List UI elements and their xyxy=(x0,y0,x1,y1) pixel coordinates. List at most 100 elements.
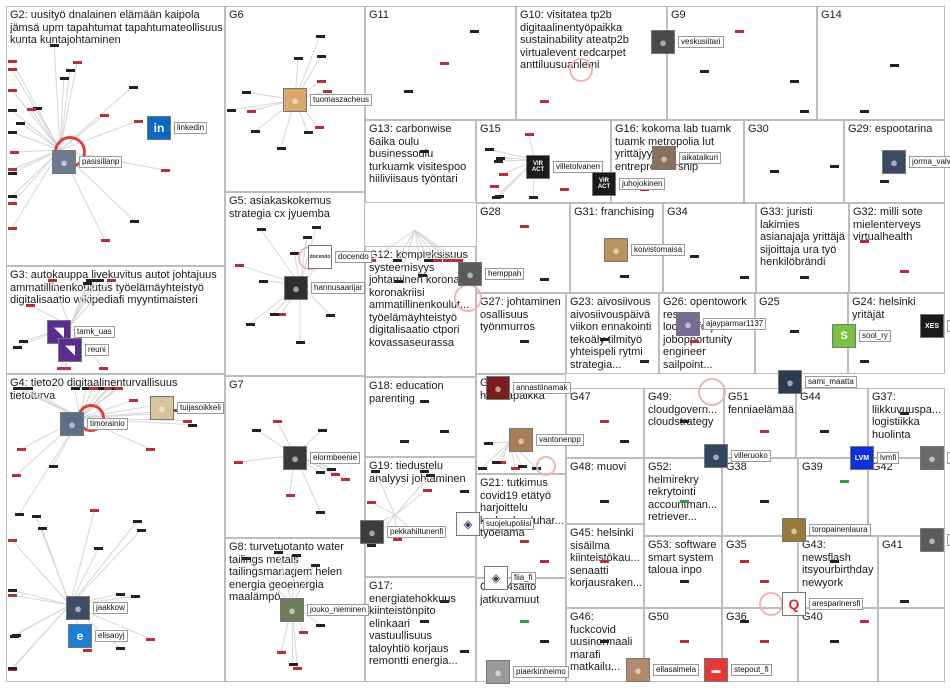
vertex-marker xyxy=(440,600,449,603)
vertex-marker xyxy=(800,110,809,113)
cluster-label-g33: G33: juristi lakimies asianajaja yrittäj… xyxy=(760,206,845,268)
node-ellasalmela[interactable]: ●ellasalmela xyxy=(626,658,700,682)
vertex-marker xyxy=(315,471,325,475)
node-jaakkow[interactable]: ●jaakkow xyxy=(66,596,128,620)
vertex-marker xyxy=(272,420,282,424)
node-label: toropainenlaura xyxy=(809,524,871,536)
vertex-marker xyxy=(524,133,534,136)
node-stepout_fi[interactable]: ▬stepout_fi xyxy=(704,658,772,682)
edge xyxy=(69,279,91,327)
node-annastiinamak[interactable]: ●annastiinamak xyxy=(486,376,571,400)
cluster-label-g42: G42 xyxy=(872,461,893,473)
vertex-marker xyxy=(33,107,43,111)
cluster-g25: G25 xyxy=(755,293,848,374)
node-label: veskusiitari xyxy=(678,36,724,48)
node-toropainenlaura[interactable]: ●toropainenlaura xyxy=(782,518,871,542)
node-label: lvmfi xyxy=(877,452,900,464)
self-loop-ring xyxy=(569,58,593,82)
vertex-marker xyxy=(295,341,305,345)
cluster-label-g34: G34 xyxy=(667,206,688,218)
node-ajayparmar1137[interactable]: ●ajayparmar1137 xyxy=(676,312,767,336)
vertex-marker xyxy=(680,580,689,583)
cluster-g10: G10: visitatea tp2b digitaalinentyöpaikk… xyxy=(516,6,667,120)
node-hemppah[interactable]: ●hemppah xyxy=(458,262,525,286)
node-vantonenpp[interactable]: ●vantonenpp xyxy=(509,428,584,452)
cluster-label-g17: G17: energiatehokkuus kiinteistönpito el… xyxy=(369,580,458,667)
node-reuni[interactable]: ◥reuni xyxy=(58,338,109,362)
node-piaerkinheimo[interactable]: ●piaerkinheimo xyxy=(486,660,569,684)
cluster-label-g26: G26: opentowork resume lookingforjob job… xyxy=(663,296,747,371)
edge xyxy=(11,110,61,151)
node-xeshelsinki[interactable]: XESxeshelsinki xyxy=(920,314,950,338)
node-hannusaarijar[interactable]: ●hannusaarijar xyxy=(284,276,366,300)
vertex-marker xyxy=(690,340,699,343)
cluster-label-g47: G47 xyxy=(570,391,591,403)
node-suojelupoliisi[interactable]: ◈suojelupoliisi xyxy=(456,512,535,536)
node-pasisillanp[interactable]: ●pasisillanp xyxy=(52,150,123,174)
vertex-marker xyxy=(890,64,899,67)
xes-logo-icon: XES xyxy=(920,314,944,338)
node-pekkahiltunenfi[interactable]: ●pekkahiltunenfi xyxy=(360,520,447,544)
node-villeruoko[interactable]: ●villeruoko xyxy=(704,444,771,468)
node-tuomaszacheus[interactable]: ●tuomaszacheus xyxy=(283,88,373,112)
node-jouko_nieminen[interactable]: ●jouko_nieminen xyxy=(280,598,370,622)
vertex-marker xyxy=(735,30,744,33)
edge xyxy=(481,441,511,469)
vertex-marker xyxy=(8,172,17,176)
node-jorma_valve[interactable]: ●jorma_valve xyxy=(882,150,950,174)
cluster-g46: G46: fuckcovid uusinormaali marafi matka… xyxy=(566,608,644,682)
vertex-marker xyxy=(511,467,521,470)
vertex-marker xyxy=(8,68,17,72)
person-photo-icon: ● xyxy=(704,444,728,468)
cluster-g9: G9 xyxy=(667,6,817,120)
node-elormbeenie[interactable]: ●elormbeenie xyxy=(283,446,361,470)
person-photo-icon: ● xyxy=(778,370,802,394)
vertex-marker xyxy=(276,147,286,151)
edge xyxy=(41,528,71,606)
vertex-marker xyxy=(316,511,326,515)
node-koivistomaisa[interactable]: ●koivistomaisa xyxy=(604,238,686,262)
vertex-marker xyxy=(540,278,549,281)
node-tuijasoikkeli[interactable]: ●tuijasoikkeli xyxy=(150,396,224,420)
node-timorainio[interactable]: ●timorainio xyxy=(60,412,128,436)
edge xyxy=(396,229,416,261)
cluster-g32: G32: milli sote mielenterveys virtualhea… xyxy=(849,203,945,293)
node-sami_maatta[interactable]: ●sami_maatta xyxy=(778,370,857,394)
node-fiia_fi[interactable]: ◈fiia_fi xyxy=(484,566,536,590)
cluster-g17: G17: energiatehokkuus kiinteistönpito el… xyxy=(365,577,476,682)
cluster-label-g18: G18: education parenting xyxy=(369,380,444,405)
person-photo-icon: ● xyxy=(66,596,90,620)
vertex-marker xyxy=(9,151,19,155)
edge xyxy=(59,70,71,151)
cluster-gblank xyxy=(878,608,945,682)
viract-logo-icon: VIR ACT xyxy=(592,172,616,196)
cluster-label-g43: G43: newsflash itsyourbirthday newyork xyxy=(802,539,874,589)
cluster-g39: G39 xyxy=(798,458,868,536)
vertex-marker xyxy=(8,589,17,593)
edge xyxy=(69,509,95,606)
node-label: villeruoko xyxy=(731,450,771,462)
node-markkukorkiakos[interactable]: ●markkukorkiakos xyxy=(920,528,950,552)
node-label: tuomaszacheus xyxy=(310,94,373,106)
vertex-marker xyxy=(485,148,495,152)
node-aikataikuri[interactable]: ●aikataikuri xyxy=(652,146,722,170)
vertex-marker xyxy=(303,130,313,134)
vertex-marker xyxy=(259,279,269,283)
node-nurmipetteri[interactable]: ●nurmipetteri xyxy=(920,446,950,470)
tamk-logo-icon: ◥ xyxy=(58,338,82,362)
node-veskusiitari[interactable]: ●veskusiitari xyxy=(651,30,724,54)
vertex-marker xyxy=(8,89,17,93)
vertex-marker xyxy=(830,640,839,643)
sool-logo-icon: S xyxy=(832,324,856,348)
vertex-marker xyxy=(310,564,320,568)
vertex-marker xyxy=(13,345,23,349)
vertex-marker xyxy=(326,313,336,317)
